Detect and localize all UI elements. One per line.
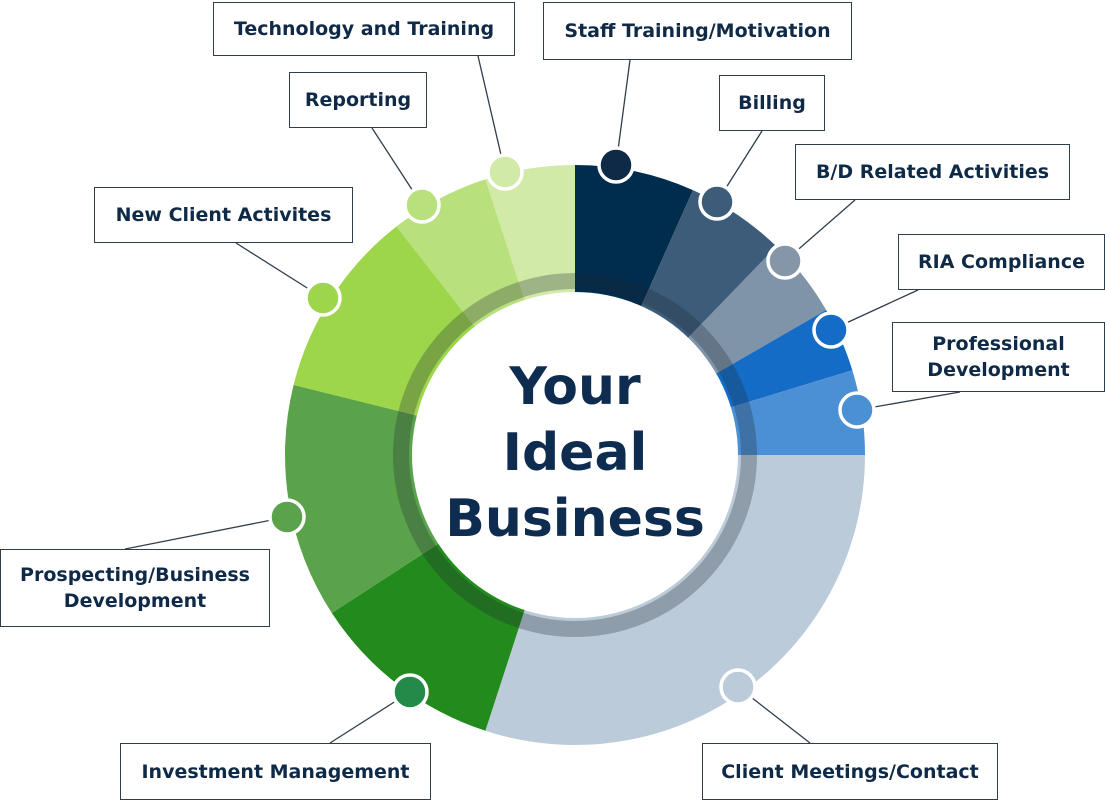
inner-shadow-ring: [393, 273, 757, 637]
label-technology-and-training: Technology and Training: [213, 2, 515, 56]
label-professional-development: Professional Development: [892, 322, 1105, 392]
marker-technology-and-training: [486, 153, 524, 191]
connector-technology-and-training: [477, 55, 506, 173]
center-title: Your Ideal Business: [445, 357, 705, 549]
marker-client-meetings-contact: [719, 668, 757, 706]
segment-new-client-activites: [293, 226, 477, 417]
segment-billing: [640, 190, 777, 340]
segment-staff-training-motivation: [575, 165, 693, 309]
segment-professional-development: [728, 370, 865, 455]
marker-professional-development: [838, 391, 876, 429]
label-bd-related-activities: B/D Related Activities: [795, 144, 1070, 200]
marker-new-client-activites: [304, 279, 342, 317]
label-client-meetings-contact: Client Meetings/Contact: [702, 743, 998, 800]
segment-client-meetings-contact: [485, 455, 865, 745]
connector-prospecting-business-development: [124, 516, 288, 550]
marker-reporting: [403, 186, 441, 224]
segment-technology-and-training: [485, 165, 575, 303]
label-prospecting-business-development: Prospecting/Business Development: [0, 549, 270, 627]
marker-ria-compliance: [812, 311, 850, 349]
center-disc: [412, 292, 738, 618]
segment-investment-management: [331, 542, 526, 731]
marker-investment-management: [391, 673, 429, 711]
marker-staff-training-motivation: [597, 146, 635, 184]
label-new-client-activites: New Client Activites: [94, 187, 353, 243]
inner-shadow-band: [393, 273, 757, 637]
segment-markers: [268, 146, 876, 711]
marker-bd-related-activities: [766, 242, 804, 280]
label-staff-training-motivation: Staff Training/Motivation: [543, 2, 852, 60]
label-investment-management: Investment Management: [120, 743, 431, 800]
marker-prospecting-business-development: [268, 498, 306, 536]
label-reporting: Reporting: [289, 72, 427, 128]
label-ria-compliance: RIA Compliance: [898, 234, 1105, 290]
label-billing: Billing: [719, 75, 825, 131]
segment-prospecting-business-development: [285, 384, 441, 613]
marker-billing: [698, 183, 736, 221]
